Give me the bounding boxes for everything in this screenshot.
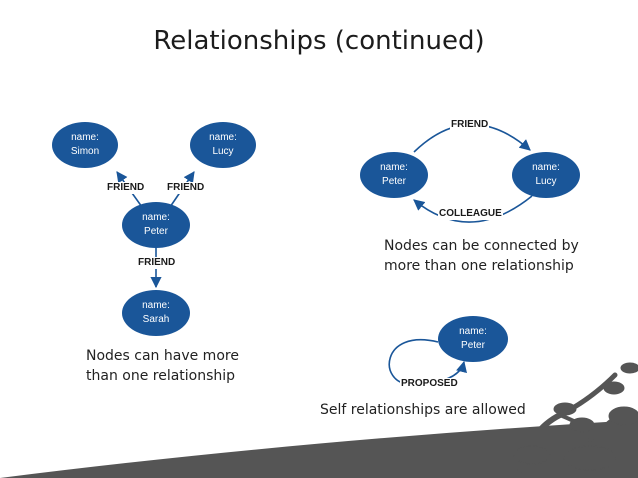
node-simon-label: name: [71,132,99,143]
node-sarah: name: Sarah [122,290,190,336]
node-peter-self-label: name: [459,326,487,337]
node-simon: name: Simon [52,122,118,168]
node-peter-self: name: Peter [438,316,508,362]
caption-left-line1: Nodes can have more [86,348,239,364]
node-lucy-value: Lucy [212,146,234,157]
caption-self: Self relationships are allowed [320,402,526,418]
node-peter-value: Peter [144,226,168,237]
decorative-graph [0,362,638,478]
node-lucy-right-value: Lucy [535,176,557,187]
relationship-label-colleague-right: COLLEAGUE [438,208,503,220]
caption-left-line2: than one relationship [86,368,236,384]
relationship-label-friend-simon: FRIEND [106,182,146,194]
node-sarah-value: Sarah [142,314,170,325]
node-lucy-right-label: name: [532,162,560,173]
caption-right-line2: more than one relationship [384,258,574,274]
node-peter-right-value: Peter [382,176,406,187]
relationship-label-proposed: PROPOSED [400,378,459,390]
node-peter-label: name: [142,212,170,223]
node-simon-value: Simon [70,146,100,157]
node-peter: name: Peter [122,202,190,248]
caption-left: Nodes can have more than one relationshi… [86,346,239,386]
relationship-label-friend-sarah: FRIEND [137,257,177,269]
node-peter-right-label: name: [380,162,408,173]
node-lucy: name: Lucy [190,122,256,168]
slide-title: Relationships (continued) [153,26,485,56]
caption-right-line1: Nodes can be connected by [384,238,579,254]
node-sarah-label: name: [142,300,170,311]
node-lucy-label: name: [209,132,237,143]
relationship-label-friend-lucy: FRIEND [166,182,206,194]
node-peter-self-value: Peter [461,340,485,351]
caption-right: Nodes can be connected by more than one … [384,236,579,276]
relationship-label-friend-right: FRIEND [450,119,490,131]
node-lucy-right: name: Lucy [512,152,580,198]
edge-lucy-peter-colleague [413,195,533,223]
node-peter-right: name: Peter [360,152,428,198]
